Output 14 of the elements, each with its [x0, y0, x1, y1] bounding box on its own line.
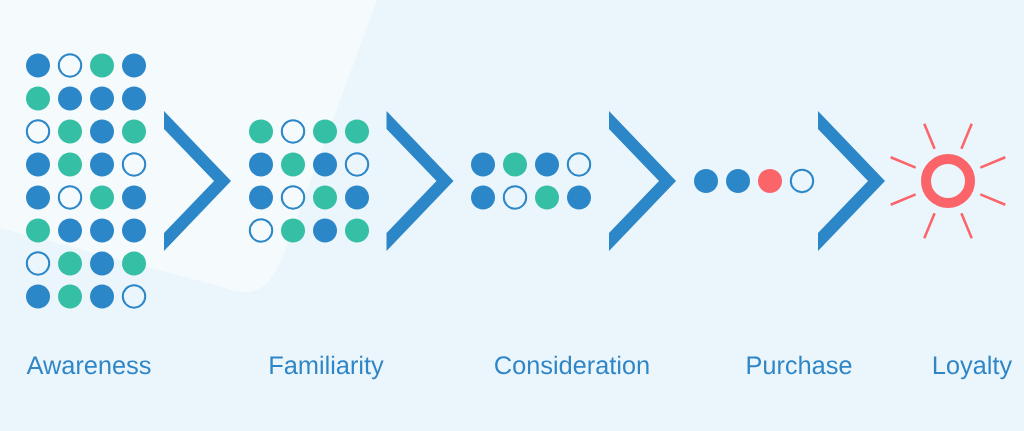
stage-label: Awareness — [26, 356, 151, 375]
stage-label: Purchase — [747, 355, 852, 375]
stage-label: Loyalty — [933, 355, 1013, 380]
dot-grid — [471, 152, 592, 210]
chevron-arrow — [164, 111, 231, 251]
chevron-arrow — [386, 111, 454, 251]
chevron-arrow — [609, 111, 676, 251]
stage-label: Consideration — [495, 355, 649, 375]
dot-grid — [25, 53, 147, 309]
sun-icon — [890, 123, 1006, 239]
stage-label: Familiarity — [270, 355, 384, 380]
dot-grid — [248, 119, 370, 243]
chevron-arrow — [818, 111, 885, 251]
dot-row — [694, 168, 815, 194]
